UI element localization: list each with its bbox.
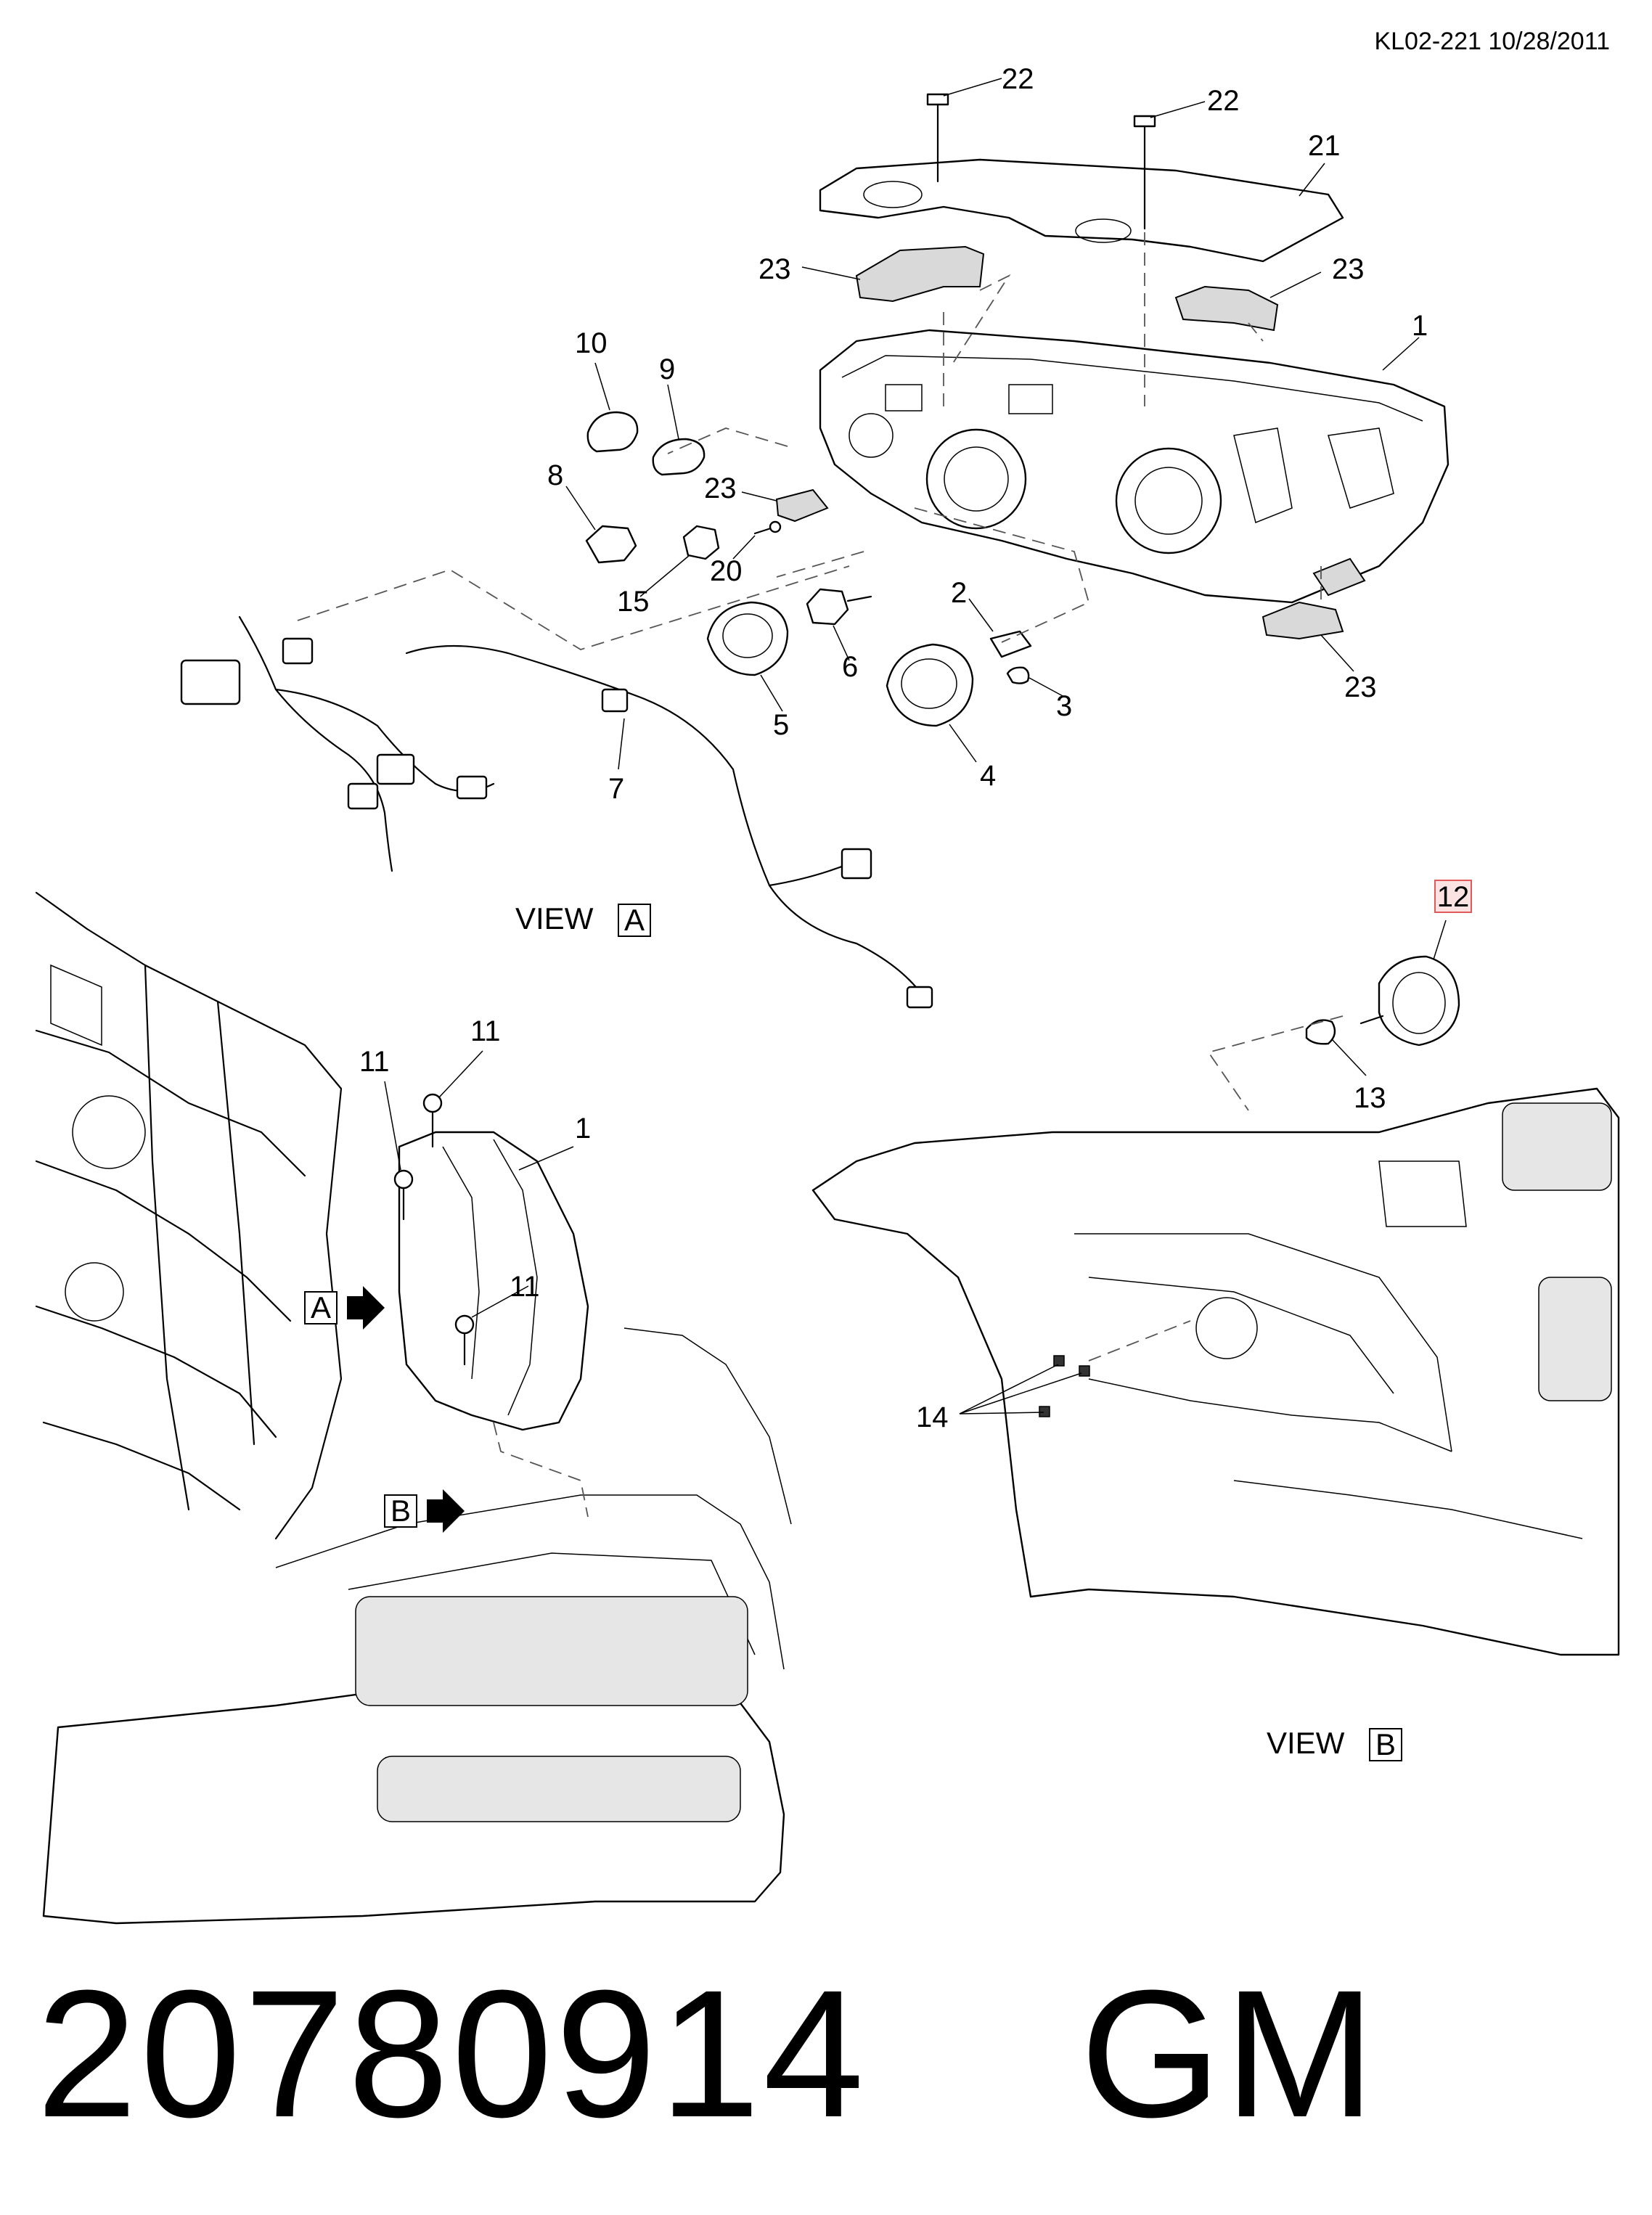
fog-lamp-12 bbox=[1359, 955, 1460, 1047]
callout-22-left: 22 bbox=[1002, 63, 1034, 95]
callout-1-lower: 1 bbox=[575, 1113, 591, 1145]
svg-text:B: B bbox=[1375, 1727, 1396, 1761]
arrow-a: A bbox=[304, 1286, 385, 1330]
svg-text:12: 12 bbox=[1437, 881, 1470, 913]
callout-7: 7 bbox=[608, 773, 624, 805]
callout-23-lower: 23 bbox=[1344, 671, 1377, 703]
socket-8 bbox=[585, 525, 637, 564]
callout-23-upper-left: 23 bbox=[758, 253, 791, 285]
callout-21: 21 bbox=[1308, 130, 1341, 162]
drawing-reference: KL02-221 10/28/2011 bbox=[1374, 28, 1610, 55]
bracket-23-upper-left bbox=[855, 245, 985, 303]
socket-15 bbox=[682, 525, 720, 560]
screw-20 bbox=[753, 520, 782, 535]
cap-4 bbox=[886, 643, 974, 727]
view-b-label: VIEW B bbox=[1267, 1726, 1402, 1761]
callout-12-highlighted: 12 bbox=[1434, 880, 1472, 913]
clips-14 bbox=[1039, 1355, 1090, 1417]
callout-23-mid: 23 bbox=[704, 472, 737, 504]
part-number: 20780914 bbox=[36, 1952, 867, 2155]
fog-bulb-13 bbox=[1305, 1019, 1336, 1045]
callout-8: 8 bbox=[547, 459, 563, 491]
callout-11-top: 11 bbox=[470, 1015, 501, 1047]
bracket-23-mid bbox=[775, 488, 829, 523]
bracket-23-upper-right bbox=[1174, 285, 1279, 332]
screw-22-right bbox=[1133, 115, 1156, 230]
callout-3: 3 bbox=[1056, 690, 1072, 722]
brand-name: GM bbox=[1080, 1952, 1378, 2155]
socket-6 bbox=[806, 588, 872, 626]
callout-22-right: 22 bbox=[1207, 85, 1240, 117]
bulb-3 bbox=[1006, 666, 1030, 684]
svg-text:VIEW: VIEW bbox=[1267, 1726, 1345, 1760]
headlamp-exploded-view bbox=[180, 93, 1449, 1009]
svg-text:B: B bbox=[390, 1494, 411, 1528]
callout-9: 9 bbox=[659, 353, 675, 385]
view-a-label: VIEW A bbox=[515, 901, 651, 937]
bulb-9 bbox=[652, 438, 706, 476]
leader-lines bbox=[384, 78, 1447, 1414]
callout-6: 6 bbox=[842, 651, 858, 683]
screw-22-left bbox=[926, 93, 949, 183]
callout-14: 14 bbox=[916, 1401, 949, 1433]
callout-20: 20 bbox=[710, 555, 743, 587]
connector-2 bbox=[989, 630, 1032, 658]
callout-23-upper-right: 23 bbox=[1332, 253, 1365, 285]
bracket-23-lower bbox=[1262, 601, 1344, 640]
callout-5: 5 bbox=[773, 709, 789, 741]
wiring-harness-7 bbox=[180, 615, 933, 1009]
svg-text:VIEW: VIEW bbox=[515, 901, 594, 935]
callout-1-top: 1 bbox=[1412, 310, 1428, 342]
callout-11-mid: 11 bbox=[510, 1271, 540, 1303]
svg-text:A: A bbox=[624, 903, 645, 937]
callout-15: 15 bbox=[617, 586, 650, 618]
vehicle-front-view-a: A B bbox=[35, 891, 792, 1925]
callout-11-left: 11 bbox=[359, 1046, 390, 1078]
callout-10: 10 bbox=[575, 327, 608, 359]
svg-text:A: A bbox=[311, 1290, 331, 1325]
callout-4: 4 bbox=[980, 760, 996, 792]
callout-2: 2 bbox=[951, 577, 967, 609]
arrow-b: B bbox=[384, 1489, 465, 1533]
bulb-10 bbox=[586, 411, 639, 453]
callout-13: 13 bbox=[1354, 1082, 1386, 1114]
bumper-view-b bbox=[811, 955, 1620, 1656]
cap-5 bbox=[706, 601, 789, 676]
part-number-footer: 20780914 GM bbox=[36, 1945, 1378, 2163]
callout-labels: 22 22 21 23 23 1 10 9 8 23 20 15 2 6 3 2… bbox=[359, 63, 1472, 1433]
